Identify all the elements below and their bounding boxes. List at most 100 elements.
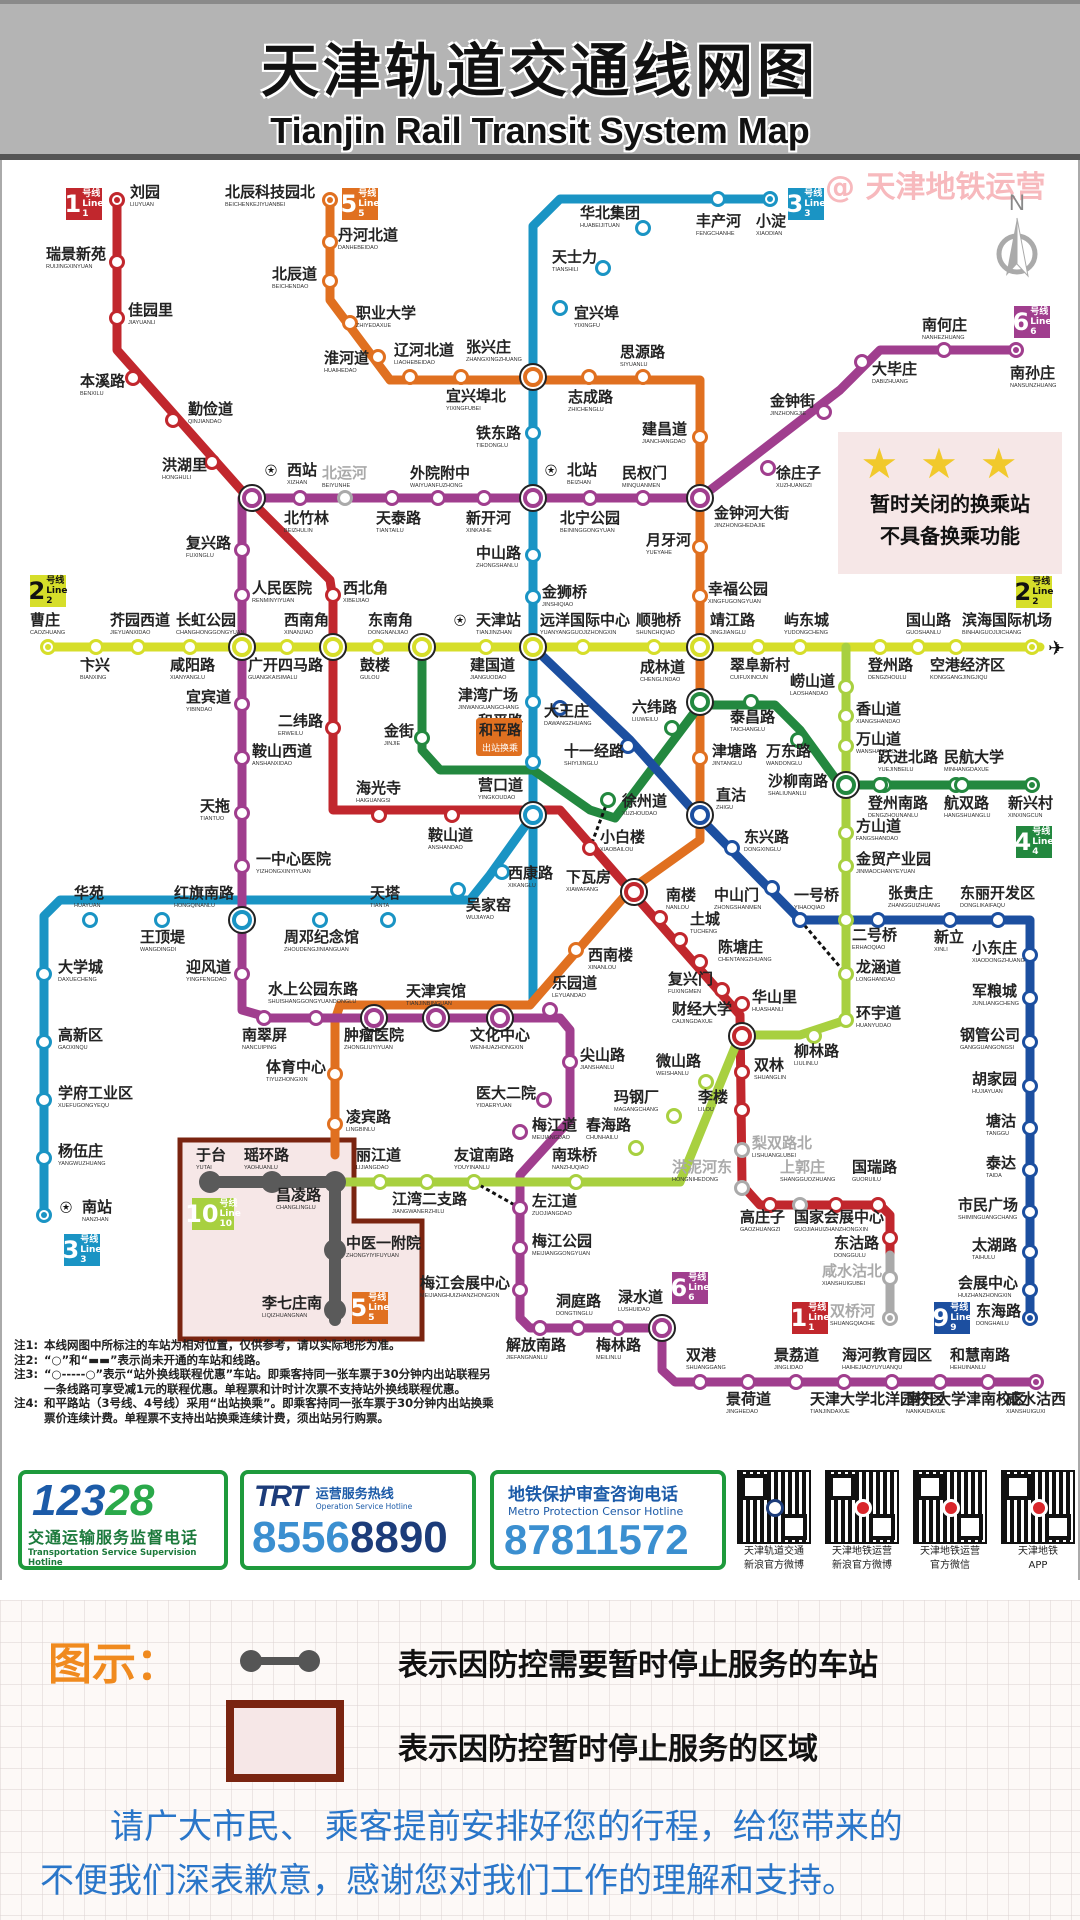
station[interactable] [1008, 342, 1024, 358]
station[interactable] [525, 694, 541, 710]
station[interactable] [466, 1174, 482, 1190]
station[interactable] [228, 906, 256, 934]
station[interactable] [692, 429, 708, 445]
station[interactable] [664, 720, 680, 736]
station[interactable] [568, 942, 584, 958]
station[interactable] [542, 1002, 558, 1018]
station[interactable] [319, 633, 347, 661]
station[interactable] [525, 589, 541, 605]
station[interactable] [734, 996, 750, 1012]
station[interactable] [872, 639, 888, 655]
station[interactable] [327, 1116, 343, 1132]
station[interactable] [234, 542, 250, 558]
station[interactable] [519, 801, 547, 829]
station[interactable] [792, 1197, 808, 1213]
station[interactable] [635, 490, 651, 506]
station[interactable] [686, 801, 714, 829]
station[interactable] [371, 807, 387, 823]
station[interactable] [422, 1004, 450, 1032]
station[interactable] [652, 910, 668, 926]
station[interactable] [234, 587, 250, 603]
station[interactable] [292, 490, 308, 506]
station[interactable] [525, 754, 541, 770]
station[interactable] [838, 825, 854, 841]
station[interactable] [370, 639, 386, 655]
station[interactable] [450, 882, 466, 898]
station[interactable] [1022, 1310, 1038, 1326]
station[interactable] [36, 1207, 52, 1223]
station[interactable] [1024, 639, 1040, 655]
station[interactable] [1022, 990, 1038, 1006]
station[interactable] [322, 192, 338, 208]
station[interactable] [130, 639, 146, 655]
station[interactable] [954, 777, 970, 793]
station[interactable] [936, 342, 952, 358]
station[interactable] [942, 912, 958, 928]
station[interactable] [872, 777, 888, 793]
station[interactable] [792, 639, 808, 655]
station[interactable] [1024, 777, 1040, 793]
station[interactable] [370, 349, 386, 365]
station[interactable] [234, 805, 250, 821]
station[interactable] [182, 639, 198, 655]
station[interactable] [635, 369, 651, 385]
station[interactable] [884, 1374, 900, 1390]
station[interactable] [327, 1066, 343, 1082]
station[interactable] [408, 633, 436, 661]
station[interactable] [635, 220, 651, 236]
station[interactable] [199, 1171, 221, 1193]
station[interactable] [552, 300, 568, 316]
station[interactable] [806, 1028, 822, 1044]
station[interactable] [724, 840, 740, 856]
station[interactable] [36, 1150, 52, 1166]
station[interactable] [692, 1374, 708, 1390]
station[interactable] [1022, 1078, 1038, 1094]
station[interactable] [234, 696, 250, 712]
station[interactable] [419, 1174, 435, 1190]
station[interactable] [430, 490, 446, 506]
station[interactable] [686, 633, 714, 661]
station[interactable] [82, 912, 98, 928]
station[interactable] [279, 639, 295, 655]
station[interactable] [734, 1064, 750, 1080]
station[interactable] [532, 1320, 548, 1336]
station[interactable] [372, 1174, 388, 1190]
station[interactable] [36, 1092, 52, 1108]
station[interactable] [838, 912, 854, 928]
station[interactable] [512, 1200, 528, 1216]
station[interactable] [402, 369, 418, 385]
qr-weibo-metro[interactable]: 天津地铁运营新浪官方微博 [824, 1470, 900, 1572]
station[interactable] [692, 750, 708, 766]
station[interactable] [620, 738, 636, 754]
station[interactable] [666, 1108, 682, 1124]
station[interactable] [910, 639, 926, 655]
station[interactable] [882, 1270, 898, 1286]
station[interactable] [838, 858, 854, 874]
station[interactable] [570, 1320, 586, 1336]
station[interactable] [228, 633, 256, 661]
station[interactable] [519, 484, 547, 512]
station[interactable] [870, 912, 886, 928]
station[interactable] [380, 912, 396, 928]
station[interactable] [838, 679, 854, 695]
station[interactable] [256, 1010, 272, 1026]
station[interactable] [692, 954, 708, 970]
station[interactable] [109, 254, 125, 270]
station[interactable] [568, 1174, 584, 1190]
station[interactable] [312, 912, 328, 928]
station[interactable] [109, 310, 125, 326]
station[interactable] [154, 912, 170, 928]
station[interactable] [325, 720, 341, 736]
station[interactable] [324, 1171, 346, 1193]
station[interactable] [476, 490, 492, 506]
station[interactable] [628, 1140, 644, 1156]
station[interactable] [1022, 947, 1038, 963]
station[interactable] [384, 490, 400, 506]
station[interactable] [536, 1092, 552, 1108]
station[interactable] [828, 1197, 844, 1213]
station[interactable] [478, 639, 494, 655]
station[interactable] [760, 460, 776, 476]
station[interactable] [444, 807, 460, 823]
qr-wechat[interactable]: 天津地铁运营官方微信 [912, 1470, 988, 1572]
station[interactable] [932, 1374, 948, 1390]
